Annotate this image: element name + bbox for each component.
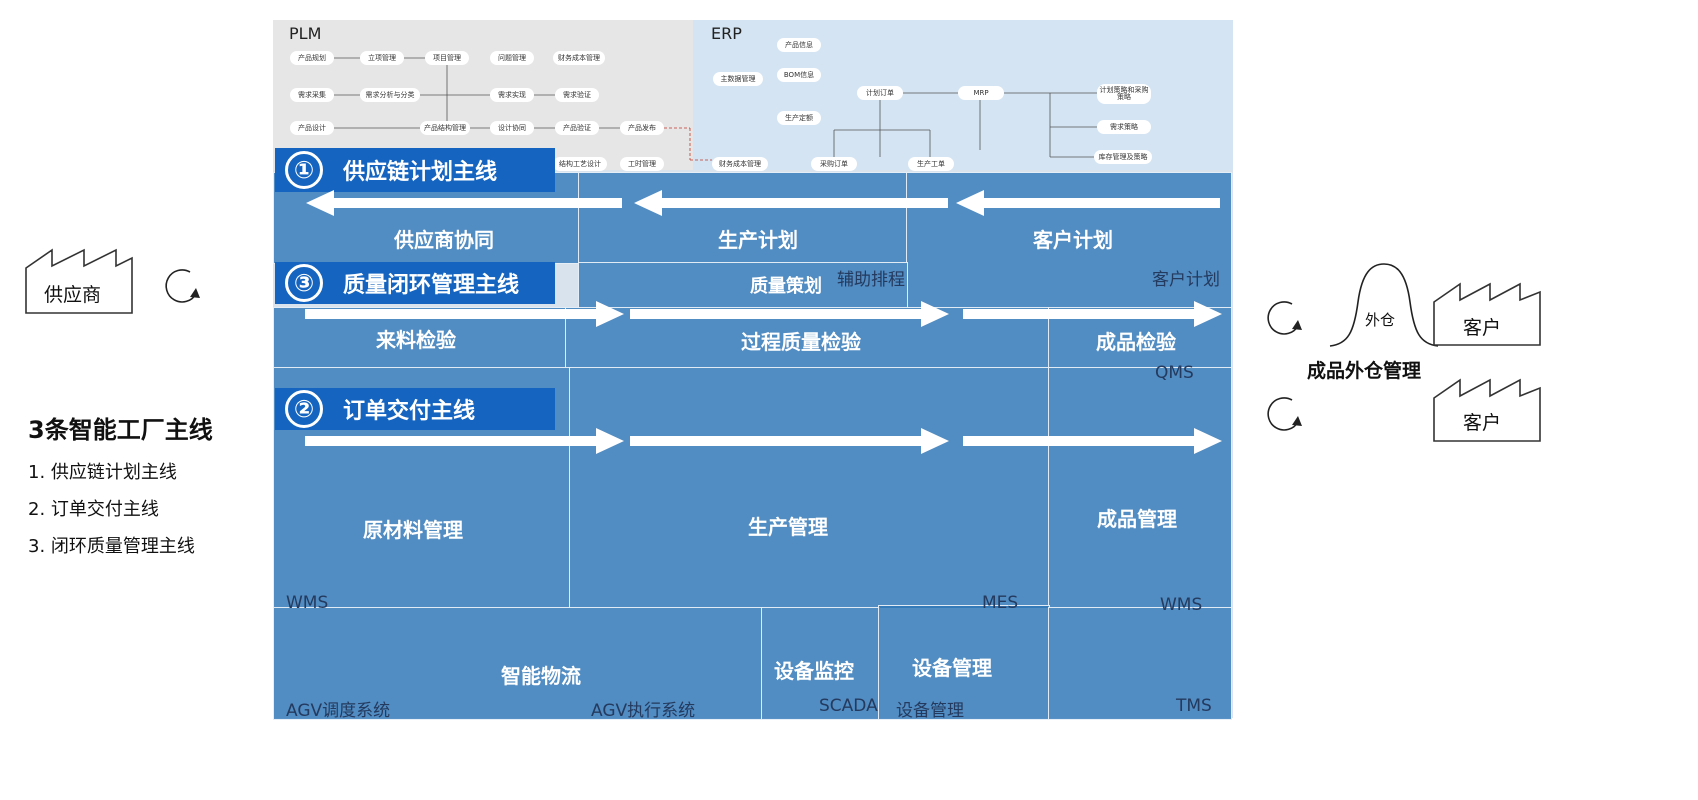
customer-factory-icon-2 [1433, 378, 1541, 442]
outer-warehouse-icon [1329, 263, 1439, 347]
region-tms [1048, 607, 1232, 720]
plm-node: 产品结构管理 [420, 121, 470, 135]
number-one-icon: ① [285, 151, 323, 189]
label-supplier-collab: 供应商协同 [394, 228, 494, 252]
label-equip-monitor: 设备监控 [774, 659, 854, 683]
erp-node: 主数据管理 [713, 72, 763, 86]
customer-factory-icon-1 [1433, 282, 1541, 346]
region-smart-logistics [273, 607, 763, 720]
aux-schedule-label: 辅助排程 [837, 270, 905, 290]
label-process-quality: 过程质量检验 [741, 330, 861, 354]
plm-node: 产品验证 [555, 121, 599, 135]
agv-dispatch-label: AGV调度系统 [286, 701, 391, 721]
erp-node: 需求策略 [1097, 120, 1151, 134]
erp-node: BOM信息 [777, 68, 821, 82]
banner-order-delivery-label: 订单交付主线 [343, 399, 476, 424]
plm-node: 需求验证 [555, 88, 599, 102]
supply-arrow-left-1 [306, 190, 622, 216]
quality-arrow-3 [963, 301, 1222, 327]
order-arrow-1 [305, 428, 624, 454]
customer-label-2: 客户 [1463, 412, 1502, 434]
outer-mgmt-label: 成品外仓管理 [1307, 360, 1422, 382]
plm-node: 产品规划 [290, 51, 334, 65]
plm-node: 需求实现 [490, 88, 534, 102]
wms-right-label: WMS [1160, 595, 1203, 615]
quality-arrow-1 [305, 301, 624, 327]
qms-label: QMS [1155, 363, 1194, 383]
left-item-3: 3. 闭环质量管理主线 [28, 536, 195, 557]
plm-node: 工时管理 [620, 157, 664, 171]
region-finished-goods [1048, 367, 1232, 609]
supplier-label: 供应商 [44, 284, 102, 306]
plm-node: 需求分析与分类 [360, 88, 420, 102]
number-three-icon: ③ [285, 264, 323, 302]
region-quality-plan [578, 262, 908, 309]
order-arrow-3 [963, 428, 1222, 454]
plm-node: 产品发布 [620, 121, 664, 135]
erp-node: 生产工单 [908, 157, 954, 171]
label-incoming-inspection: 来料检验 [376, 328, 456, 352]
erp-node: 生产定额 [777, 111, 821, 125]
supply-arrow-left-3 [956, 190, 1220, 216]
erp-node: MRP [958, 86, 1004, 100]
left-item-1: 1. 供应链计划主线 [28, 462, 177, 483]
label-equip-mgmt: 设备管理 [912, 656, 992, 680]
plm-node: 立项管理 [360, 51, 404, 65]
customer-plan-sys-label: 客户计划 [1152, 270, 1220, 290]
scada-label: SCADA [819, 696, 878, 716]
plm-node: 项目管理 [425, 51, 469, 65]
plm-node: 产品设计 [290, 121, 334, 135]
refresh-cycle-icon-bottom [1267, 397, 1302, 431]
region-equip-monitor [761, 607, 880, 720]
number-two-icon: ② [285, 390, 323, 428]
region-equip-mgmt [878, 605, 1050, 720]
order-arrow-2 [630, 428, 949, 454]
erp-node: 产品信息 [777, 38, 821, 52]
label-raw-material: 原材料管理 [363, 518, 463, 542]
agv-exec-label: AGV执行系统 [591, 701, 696, 721]
left-item-2: 2. 订单交付主线 [28, 499, 159, 520]
mes-label: MES [982, 593, 1019, 613]
label-production-plan: 生产计划 [718, 228, 798, 252]
label-customer-plan: 客户计划 [1033, 228, 1113, 252]
erp-node: 计划订单 [857, 86, 903, 100]
label-quality-plan: 质量策划 [750, 276, 822, 297]
equip-sys-label: 设备管理 [896, 701, 964, 721]
label-smart-logistics: 智能物流 [501, 664, 581, 688]
banner-order-delivery: ② 订单交付主线 [275, 388, 555, 430]
banner-quality-loop: ③ 质量闭环管理主线 [275, 262, 555, 304]
erp-label: ERP [711, 24, 742, 43]
supply-arrow-left-2 [634, 190, 948, 216]
plm-label: PLM [289, 24, 322, 43]
wms-left-label: WMS [286, 593, 329, 613]
label-finished-goods: 成品管理 [1097, 507, 1177, 531]
outer-warehouse-label: 外仓 [1365, 311, 1396, 329]
erp-node: 财务成本管理 [712, 157, 768, 171]
left-title: 3条智能工厂主线 [28, 416, 213, 444]
erp-node: 库存管理及策略 [1094, 150, 1152, 164]
plm-node: 财务成本管理 [553, 51, 605, 65]
customer-label-1: 客户 [1463, 317, 1502, 339]
erp-node: 计划策略和采购策略 [1097, 84, 1151, 104]
supplier-factory-icon [25, 248, 133, 314]
refresh-cycle-icon-top [1267, 301, 1302, 335]
banner-supply-chain-label: 供应链计划主线 [343, 160, 498, 185]
erp-node: 采购订单 [811, 157, 857, 171]
region-production-plan [578, 172, 908, 264]
refresh-cycle-icon [165, 269, 200, 303]
quality-arrow-2 [630, 301, 949, 327]
plm-node: 结构工艺设计 [553, 157, 607, 171]
plm-node: 需求采集 [290, 88, 334, 102]
banner-supply-chain: ① 供应链计划主线 [275, 148, 555, 192]
label-production-mgmt: 生产管理 [748, 515, 828, 539]
plm-node: 问题管理 [490, 51, 534, 65]
label-finished-inspection: 成品检验 [1096, 330, 1176, 354]
banner-quality-loop-label: 质量闭环管理主线 [343, 273, 520, 298]
plm-node: 设计协同 [490, 121, 534, 135]
tms-label: TMS [1176, 696, 1212, 716]
